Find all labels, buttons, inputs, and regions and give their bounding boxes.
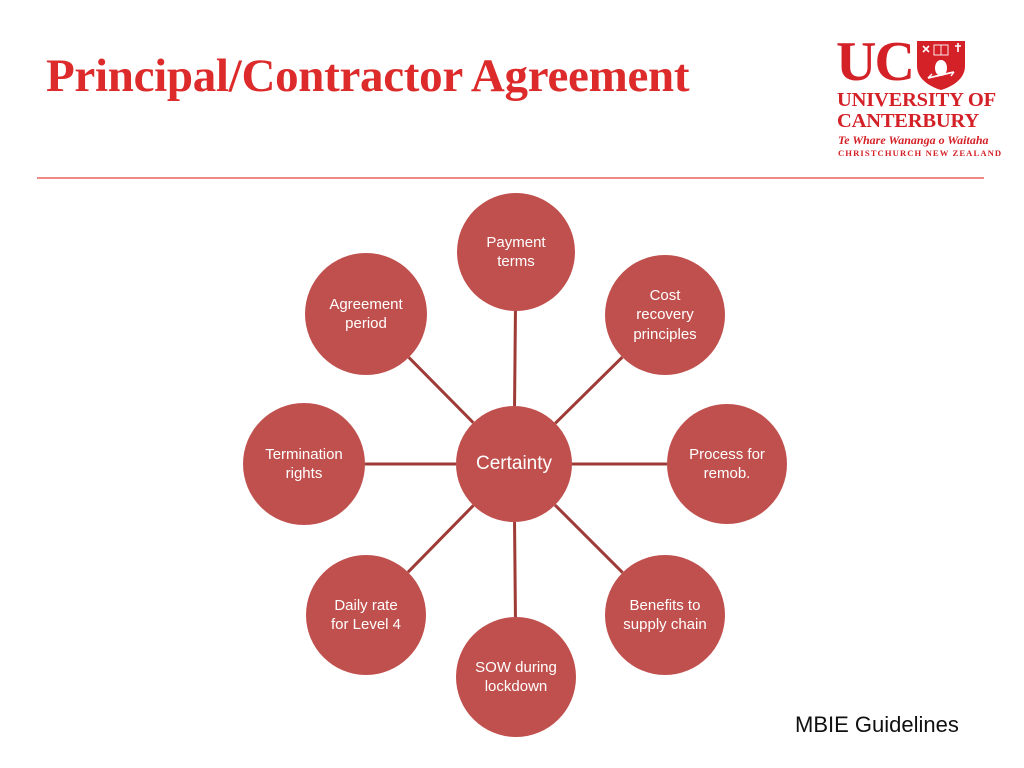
diagram-node-cost-recovery-principles[interactable]: Cost recovery principles — [605, 255, 725, 375]
diagram-node-process-for-remob[interactable]: Process for remob. — [667, 404, 787, 524]
node-label: SOW during lockdown — [475, 658, 557, 696]
diagram-node-benefits-to-supply-chain[interactable]: Benefits to supply chain — [605, 555, 725, 675]
diagram-node-payment-terms[interactable]: Payment terms — [457, 193, 575, 311]
node-label: Agreement period — [329, 295, 403, 333]
spoke-line — [553, 503, 624, 574]
uc-logo-name-line1: UNIVERSITY OF — [837, 89, 996, 111]
spoke-line — [554, 356, 624, 425]
spoke-line — [406, 504, 475, 574]
node-label: Termination rights — [265, 445, 343, 483]
spoke-line — [513, 521, 517, 618]
uc-logo-top: UC — [836, 31, 968, 97]
uc-logo-maori-name: Te Whare Wananga o Waitaha — [838, 133, 989, 147]
diagram-node-termination-rights[interactable]: Termination rights — [243, 403, 365, 525]
spoke-line — [513, 310, 517, 407]
source-note: MBIE Guidelines — [795, 712, 959, 737]
node-label: Payment terms — [486, 233, 546, 271]
diagram-node-daily-rate-for-level-4[interactable]: Daily rate for Level 4 — [306, 555, 426, 675]
uc-logo-name: UNIVERSITY OF CANTERBURY — [837, 90, 996, 132]
node-label: Cost recovery principles — [633, 286, 697, 343]
title-divider — [37, 177, 984, 179]
uc-monogram: UC — [836, 31, 915, 93]
uc-logo: UC UNIVERSITY OF CANTE — [836, 31, 1001, 158]
uc-logo-location: CHRISTCHURCH NEW ZEALAND — [838, 148, 1003, 158]
diagram-hub-node[interactable]: Certainty — [456, 406, 572, 522]
node-label: Daily rate for Level 4 — [330, 596, 402, 634]
node-label: Process for remob. — [689, 445, 765, 483]
node-label: Benefits to supply chain — [623, 596, 707, 634]
spoke-line — [407, 356, 475, 424]
diagram-node-agreement-period[interactable]: Agreement period — [305, 253, 427, 375]
diagram-node-sow-during-lockdown[interactable]: SOW during lockdown — [456, 617, 576, 737]
page-title: Principal/Contractor Agreement — [46, 50, 690, 102]
uc-coat-of-arms-icon — [914, 38, 968, 97]
uc-logo-name-line2: CANTERBURY — [837, 110, 979, 132]
node-label: Certainty — [475, 453, 553, 474]
